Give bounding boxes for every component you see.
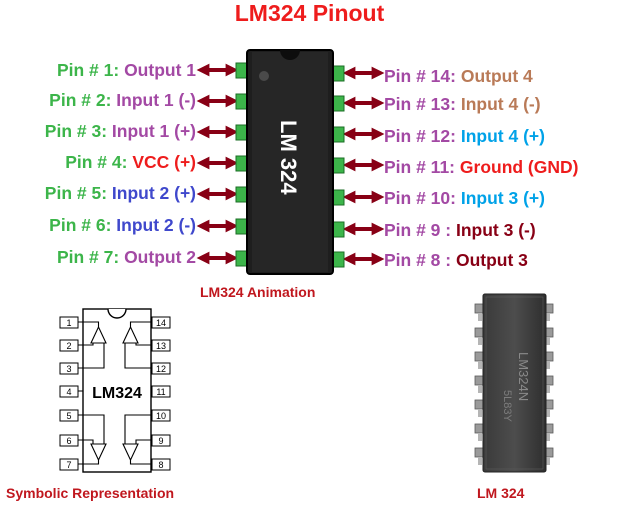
pin-prefix: Pin # 5: bbox=[44, 183, 108, 203]
symbol-pin-number: 10 bbox=[156, 411, 166, 421]
lm324-chip bbox=[235, 49, 345, 275]
pin-name: Output 3 bbox=[455, 250, 528, 270]
pin-prefix: Pin # 6: bbox=[49, 215, 112, 235]
photo-marking-line1: LM324N bbox=[516, 352, 531, 401]
symbol-pin-number: 9 bbox=[158, 436, 163, 446]
animation-caption: LM324 Animation bbox=[200, 284, 316, 300]
pin-name: Input 3 (-) bbox=[455, 220, 536, 240]
right-pin-label-10: Pin # 10: Input 3 (+) bbox=[384, 187, 545, 209]
right-arrows bbox=[342, 66, 385, 266]
pin-name: Output 4 bbox=[460, 66, 533, 86]
left-pin-label-2: Pin # 2: Input 1 (-) bbox=[49, 89, 196, 111]
pin-name: Ground (GND) bbox=[459, 157, 579, 177]
chip-left-pins bbox=[235, 62, 249, 267]
left-pin-label-3: Pin # 3: Input 1 (+) bbox=[45, 120, 196, 142]
page-title: LM324 Pinout bbox=[234, 0, 385, 26]
symbol-pin-number: 12 bbox=[156, 364, 166, 374]
pin-prefix: Pin # 2: bbox=[49, 90, 112, 110]
pin-prefix: Pin # 13: bbox=[384, 94, 456, 114]
pin-prefix: Pin # 1: bbox=[56, 60, 120, 80]
symbol-pin-number: 3 bbox=[66, 364, 71, 374]
pin-name: Output 2 bbox=[124, 247, 196, 267]
symbol-pin-number: 1 bbox=[66, 318, 71, 328]
left-pin-label-6: Pin # 6: Input 2 (-) bbox=[49, 214, 196, 236]
left-pin-label-4: Pin # 4: VCC (+) bbox=[65, 151, 196, 173]
symbol-pin-number: 2 bbox=[66, 341, 71, 351]
lm324-photo bbox=[474, 293, 554, 473]
right-pin-label-8: Pin # 8 : Output 3 bbox=[384, 249, 528, 271]
chip-label: LM 324 bbox=[276, 120, 301, 195]
right-pin-label-14: Pin # 14: Output 4 bbox=[384, 65, 533, 87]
pin-name: Input 3 (+) bbox=[460, 188, 545, 208]
symbol-pin-number: 4 bbox=[66, 387, 71, 397]
left-pin-label-7: Pin # 7: Output 2 bbox=[57, 246, 196, 268]
pin-prefix: Pin # 9 : bbox=[384, 220, 452, 240]
symbol-label: LM324 bbox=[92, 385, 142, 402]
symbol-pin-number: 8 bbox=[158, 460, 163, 470]
right-pin-label-13: Pin # 13: Input 4 (-) bbox=[384, 93, 541, 115]
photo-marking-line2: 5L83Y bbox=[501, 390, 513, 422]
left-pin-label-1: Pin # 1: Output 1 bbox=[57, 59, 196, 81]
pin-prefix: Pin # 12: bbox=[384, 126, 456, 146]
pin-prefix: Pin # 10: bbox=[384, 188, 456, 208]
right-pin-label-11: Pin # 11: Ground (GND) bbox=[384, 156, 578, 178]
symbol-pin-numbers: 1 2 3 4 5 6 7 14 13 12 11 10 9 8 bbox=[66, 318, 166, 470]
photo-caption: LM 324 bbox=[477, 485, 525, 501]
pin-name: Input 4 (-) bbox=[460, 94, 541, 114]
pin-name: VCC (+) bbox=[132, 152, 196, 172]
pin-prefix: Pin # 7: bbox=[56, 247, 120, 267]
pin-prefix: Pin # 4: bbox=[65, 152, 128, 172]
pin-prefix: Pin # 3: bbox=[44, 121, 108, 141]
right-pin-label-12: Pin # 12: Input 4 (+) bbox=[384, 125, 545, 147]
symbol-pin-number: 5 bbox=[66, 411, 71, 421]
chip-right-pins bbox=[331, 65, 345, 268]
symbol-pin-number: 13 bbox=[156, 341, 166, 351]
pin-name: Output 1 bbox=[124, 60, 196, 80]
chip-notch bbox=[280, 50, 300, 60]
pin1-dot bbox=[259, 71, 269, 81]
right-pin-label-9: Pin # 9 : Input 3 (-) bbox=[384, 219, 536, 241]
symbol-pin-number: 11 bbox=[156, 387, 165, 397]
pin-name: Input 2 (+) bbox=[111, 183, 196, 203]
pin-prefix: Pin # 14: bbox=[384, 66, 456, 86]
left-arrows bbox=[196, 63, 239, 265]
pin-name: Input 4 (+) bbox=[460, 126, 545, 146]
pin-prefix: Pin # 11: bbox=[384, 157, 456, 177]
left-pin-label-5: Pin # 5: Input 2 (+) bbox=[45, 182, 196, 204]
symbol-pin-number: 14 bbox=[156, 318, 166, 328]
pin-name: Input 1 (-) bbox=[116, 90, 196, 110]
symbolic-representation bbox=[59, 308, 171, 473]
pin-prefix: Pin # 8 : bbox=[384, 250, 452, 270]
symbol-pin-number: 7 bbox=[66, 460, 71, 470]
pin-name: Input 2 (-) bbox=[116, 215, 196, 235]
pin-name: Input 1 (+) bbox=[111, 121, 196, 141]
symbol-pin-number: 6 bbox=[66, 436, 71, 446]
symbolic-caption: Symbolic Representation bbox=[6, 485, 175, 501]
